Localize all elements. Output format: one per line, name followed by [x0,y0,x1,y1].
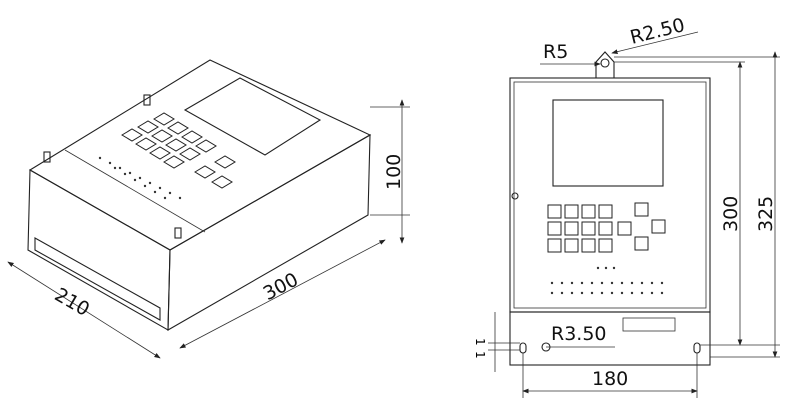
front-keypad [547,202,666,253]
front-view: 300 325 180 R5 R2.50 R3.50 1 1 [473,14,780,398]
iso-front-face [27,169,171,331]
iso-vent-dots [98,156,182,200]
iso-bolts [43,94,182,239]
front-vent-dots [550,266,664,295]
dim-height-total: 325 [755,196,777,232]
iso-top-face [28,59,372,251]
iso-bottom-slot [34,237,161,321]
dim-offset-a: 1 [473,338,487,346]
front-screen [552,99,664,187]
iso-side-face [167,134,371,331]
dim-height-inner: 300 [720,196,742,232]
mount-hole-left [519,342,527,354]
front-enclosure [509,77,711,313]
dim-height: 100 [383,154,405,190]
iso-keypad [121,112,236,189]
dim-hole-spacing: 180 [592,368,628,390]
dim-r3-50: R3.50 [551,323,607,345]
mount-hole-right [693,342,701,354]
front-base [509,311,711,366]
dim-r5: R5 [543,41,568,63]
isometric-view: 100 300 210 [7,59,410,359]
dim-offset-b: 1 [473,351,487,359]
dim-r2-50: R2.50 [628,14,687,49]
iso-screen [183,77,322,156]
hanging-lug [595,51,615,78]
dim-width: 210 [51,284,93,321]
